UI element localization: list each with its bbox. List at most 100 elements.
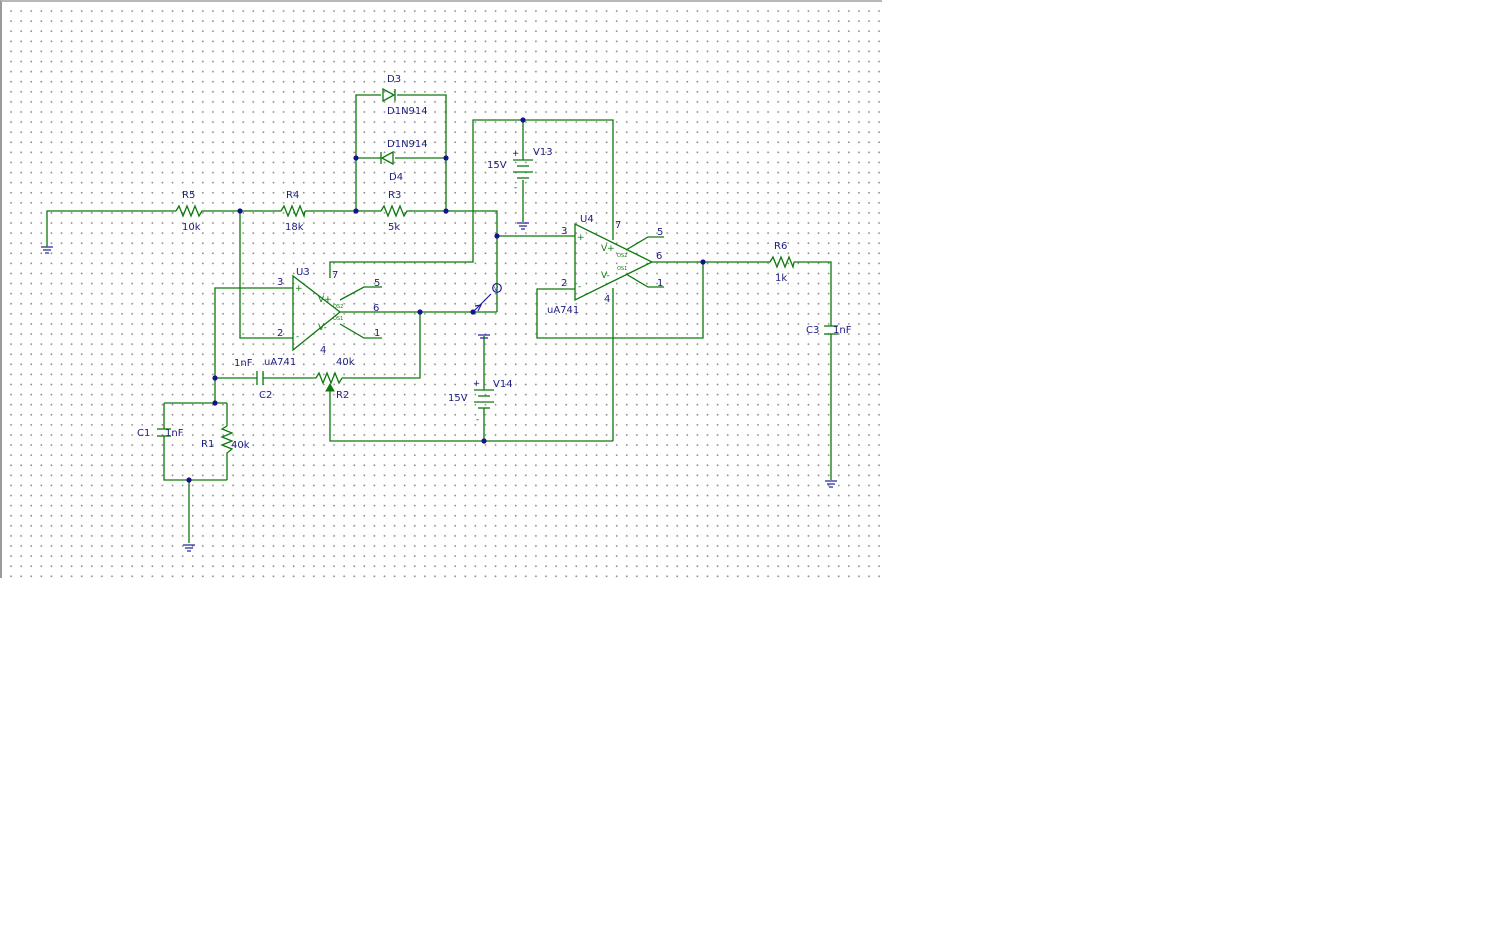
u3-pin1: 1: [374, 328, 380, 339]
capacitor-c1[interactable]: C1 1nF: [137, 428, 184, 439]
u3-pin2: 2: [277, 328, 283, 339]
u4-vplus: V+: [601, 244, 615, 254]
d3-model: D1N914: [387, 106, 428, 117]
r4-value: 18k: [285, 222, 304, 233]
r1-ref: R1: [201, 439, 214, 450]
diode-d4[interactable]: D1N914 D4: [380, 139, 428, 183]
junction-dot: [212, 375, 218, 381]
c3-ref: C3: [806, 325, 819, 336]
r6-value: 1k: [775, 273, 787, 284]
u4-pin3: 3: [561, 226, 567, 237]
u3-pin4: 4: [320, 345, 326, 356]
junction-dot: [700, 259, 706, 265]
r3-value: 5k: [388, 222, 400, 233]
u3-pin6: 6: [373, 303, 379, 314]
u4-ref: U4: [580, 214, 594, 225]
junction-dot: [520, 117, 526, 123]
v13-value: 15V: [487, 160, 507, 171]
capacitor-c2[interactable]: 1nF C2: [234, 358, 272, 401]
c2-value: 1nF: [234, 358, 253, 369]
junction-dot: [212, 400, 218, 406]
ground-icon: [41, 245, 53, 254]
u3-model: uA741: [264, 357, 296, 368]
r5-ref: R5: [182, 190, 195, 201]
resistor-r5[interactable]: R5 10k: [175, 190, 204, 233]
c3-value: 1nF: [833, 325, 852, 336]
u4-pin7: 7: [615, 220, 621, 231]
resistor-r3[interactable]: R3 5k: [380, 190, 409, 233]
opamp-u4[interactable]: U4 uA741 + - V+ V- OS2 OS1 3 2 7 4 6 5 1: [547, 214, 663, 316]
u4-os2: OS2: [617, 253, 627, 259]
u4-plus: +: [577, 233, 585, 243]
u4-pin4: 4: [604, 294, 610, 305]
r2-ref: R2: [336, 390, 349, 401]
junction-dot: [481, 438, 487, 444]
junction-dot: [237, 208, 243, 214]
u4-vminus: V-: [601, 271, 610, 281]
c2-ref: C2: [259, 390, 272, 401]
u3-vminus: V-: [318, 323, 327, 333]
circuit-schematic: R5 10k R4 18k R3 5k 40k R2 R1 40k R6 1k …: [41, 74, 852, 552]
schematic-canvas[interactable]: [0, 0, 882, 578]
junction-dot: [353, 155, 359, 161]
junction-dot: [417, 309, 423, 315]
u3-pin5: 5: [374, 278, 380, 289]
d4-ref: D4: [389, 172, 403, 183]
junction-dot: [494, 233, 500, 239]
v14-value: 15V: [448, 393, 468, 404]
junctions: [186, 117, 706, 483]
r5-value: 10k: [182, 222, 201, 233]
v13-plus: +: [512, 149, 519, 159]
u3-vplus: V+: [318, 295, 332, 305]
ground-icon: [183, 544, 195, 552]
d4-model: D1N914: [387, 139, 428, 150]
u3-os2: OS2: [333, 304, 343, 310]
r4-ref: R4: [286, 190, 299, 201]
junction-dot: [443, 155, 449, 161]
d3-ref: D3: [387, 74, 401, 85]
u3-plus: +: [295, 284, 303, 294]
c1-ref: C1: [137, 428, 150, 439]
resistor-r4[interactable]: R4 18k: [280, 190, 306, 233]
u4-pin2: 2: [561, 278, 567, 289]
u4-minus: -: [578, 282, 581, 292]
potentiometer-r2[interactable]: 40k R2: [315, 357, 355, 401]
dc-source-v13[interactable]: + - V13 15V: [487, 147, 553, 193]
probe-symbol: V: [494, 286, 499, 293]
ground-icon: [478, 334, 490, 339]
u3-ref: U3: [296, 267, 310, 278]
u4-pin6: 6: [656, 251, 662, 262]
opamp-u3[interactable]: U3 uA741 + - V+ V- OS2 OS1 3 2 7 4 6 5 1: [264, 267, 380, 368]
junction-dot: [186, 477, 192, 483]
junction-dot: [353, 208, 359, 214]
u4-model: uA741: [547, 305, 579, 316]
resistor-r6[interactable]: R6 1k: [769, 241, 795, 284]
u3-os1: OS1: [333, 316, 343, 322]
v13-ref: V13: [533, 147, 553, 158]
voltage-probe-icon[interactable]: V: [473, 283, 502, 312]
v14-plus: +: [473, 379, 480, 389]
wires: [46, 94, 832, 543]
r3-ref: R3: [388, 190, 401, 201]
junction-dot: [443, 208, 449, 214]
capacitor-c3[interactable]: C3 1nF: [806, 325, 852, 336]
u4-os1: OS1: [617, 266, 627, 272]
v14-ref: V14: [493, 379, 513, 390]
ground-symbols: [41, 222, 837, 552]
ground-icon: [825, 480, 837, 488]
r1-value: 40k: [231, 440, 250, 451]
r6-ref: R6: [774, 241, 787, 252]
u3-pin7: 7: [332, 270, 338, 281]
diode-d3[interactable]: D3 D1N914: [382, 74, 428, 117]
c1-value: 1nF: [165, 428, 184, 439]
dc-source-v14[interactable]: + - V14 15V: [448, 379, 513, 425]
r2-value: 40k: [336, 357, 355, 368]
ground-icon: [517, 222, 529, 230]
resistor-r1[interactable]: R1 40k: [201, 425, 250, 456]
u4-pin1: 1: [657, 278, 663, 289]
u3-pin3: 3: [277, 277, 283, 288]
v14-minus: -: [476, 415, 479, 425]
v13-minus: -: [514, 183, 517, 193]
u4-pin5: 5: [657, 227, 663, 238]
u3-minus: -: [296, 332, 299, 342]
